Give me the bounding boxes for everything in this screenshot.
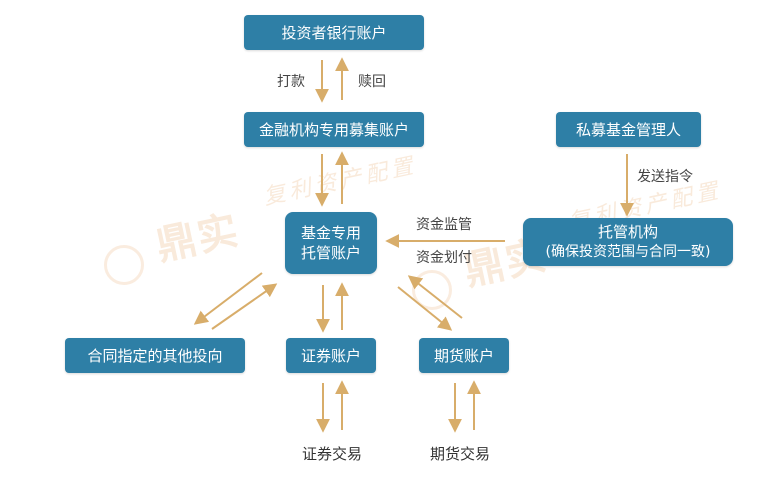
watermark-mark-right [412,270,452,310]
node-custodian: 托管机构 (确保投资范围与合同一致) [523,218,733,266]
watermark-mark-left [104,245,144,285]
arrow-futures-to-custody [407,275,463,319]
node-custodian-line2: (确保投资范围与合同一致) [545,244,711,260]
label-fund-supervision: 资金监管 [416,217,472,233]
label-transfer: 打款 [277,74,305,90]
node-private-fund-manager: 私募基金管理人 [556,112,701,147]
arrow-contract-to-custody [211,283,278,330]
node-custodian-line1: 托管机构 [597,223,658,241]
node-fund-custody-account: 基金专用 托管账户 [285,212,377,274]
arrow-custody-to-contract [193,272,263,325]
node-investor-bank-account: 投资者银行账户 [244,15,424,50]
node-contract-investment: 合同指定的其他投向 [65,338,245,373]
node-fund-custody-line2: 托管账户 [300,244,361,262]
label-redeem: 赎回 [358,74,386,90]
node-securities-account: 证券账户 [286,338,376,373]
node-fund-custody-line1: 基金专用 [300,224,361,242]
label-futures-trading: 期货交易 [430,445,491,463]
arrow-custody-to-futures [397,286,453,331]
label-fund-transfer: 资金划付 [416,250,472,266]
node-financial-institution-account: 金融机构专用募集账户 [244,112,424,147]
label-send-instruction: 发送指令 [637,169,693,185]
label-securities-trading: 证券交易 [302,445,363,463]
node-futures-account: 期货账户 [419,338,509,373]
